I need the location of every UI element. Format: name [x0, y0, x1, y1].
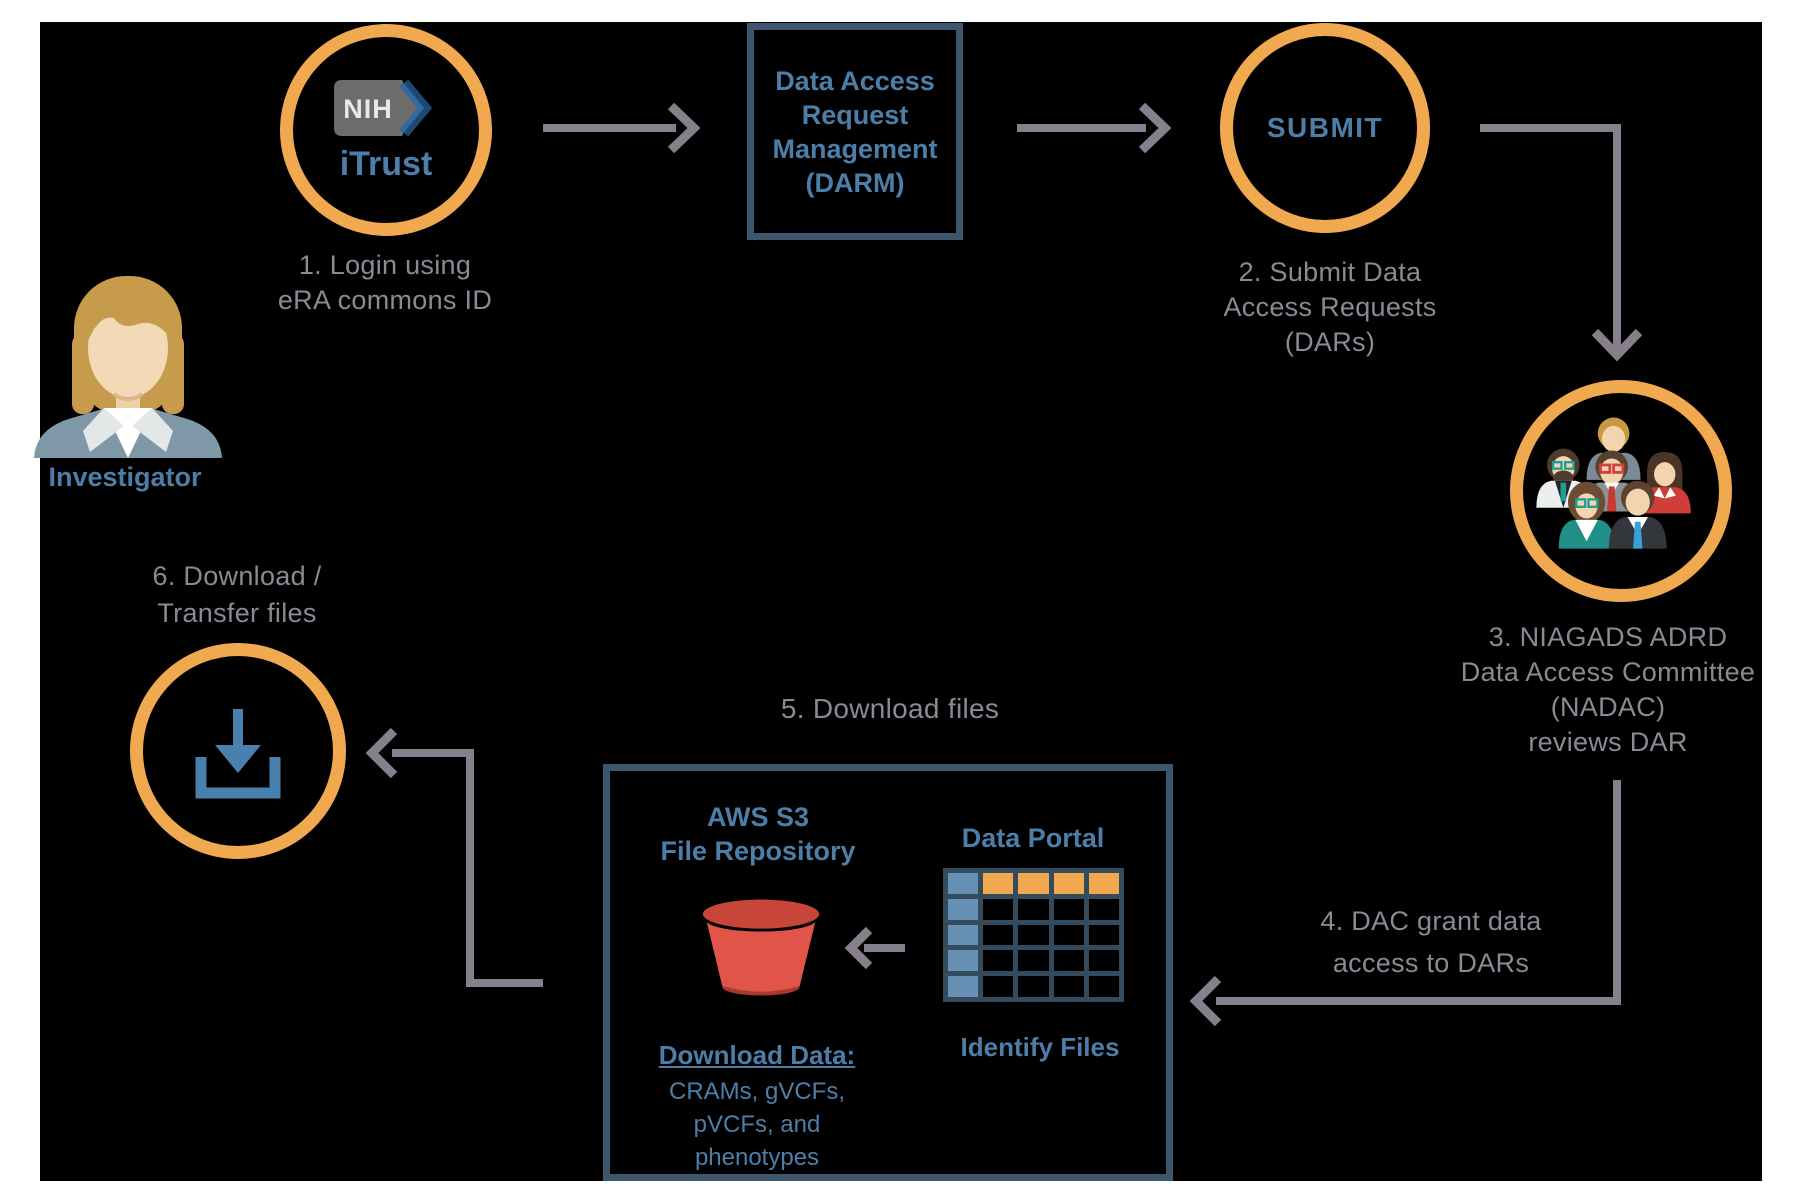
- itrust-label: iTrust: [339, 144, 433, 183]
- download-icon: [195, 709, 281, 799]
- data-table-icon: [943, 868, 1124, 1002]
- submit-label: SUBMIT: [1266, 112, 1384, 143]
- identify-files-label: Identify Files: [960, 1032, 1120, 1062]
- submit-node: SUBMIT: [1220, 23, 1430, 233]
- darm-label: Data Access Request Management (DARM): [772, 65, 938, 198]
- darm-node: Data Access Request Management (DARM): [747, 23, 963, 240]
- nih-itrust-logo: NIH: [334, 78, 433, 137]
- transfer-node: [130, 643, 346, 859]
- download-data-text: Download Data: CRAMs, gVCFs, pVCFs, and …: [630, 1040, 884, 1174]
- investigator-avatar-icon: [34, 276, 222, 458]
- committee-group-icon: [1536, 417, 1691, 549]
- data-portal-title: Data Portal: [961, 823, 1105, 853]
- step1-caption: 1. Login using eRA commons ID: [277, 250, 493, 315]
- step4-caption: 4. DAC grant data access to DARs: [1320, 906, 1542, 978]
- investigator-label: Investigator: [48, 462, 202, 492]
- download-data-heading: Download Data:: [658, 1040, 856, 1070]
- aws-s3-title: AWS S3 File Repository: [660, 802, 856, 866]
- step3-caption: 3. NIAGADS ADRD Data Access Committee (N…: [1460, 622, 1756, 757]
- itrust-node: NIH iTrust: [280, 24, 492, 236]
- nadac-node: [1510, 380, 1732, 602]
- step6-caption: 6. Download / Transfer files: [152, 561, 322, 628]
- s3-bucket-icon: [702, 899, 820, 996]
- step5-caption: 5. Download files: [780, 693, 1000, 724]
- download-box: [603, 764, 1173, 1181]
- step2-caption: 2. Submit Data Access Requests (DARs): [1223, 257, 1437, 357]
- nih-logo-text: NIH: [343, 94, 393, 124]
